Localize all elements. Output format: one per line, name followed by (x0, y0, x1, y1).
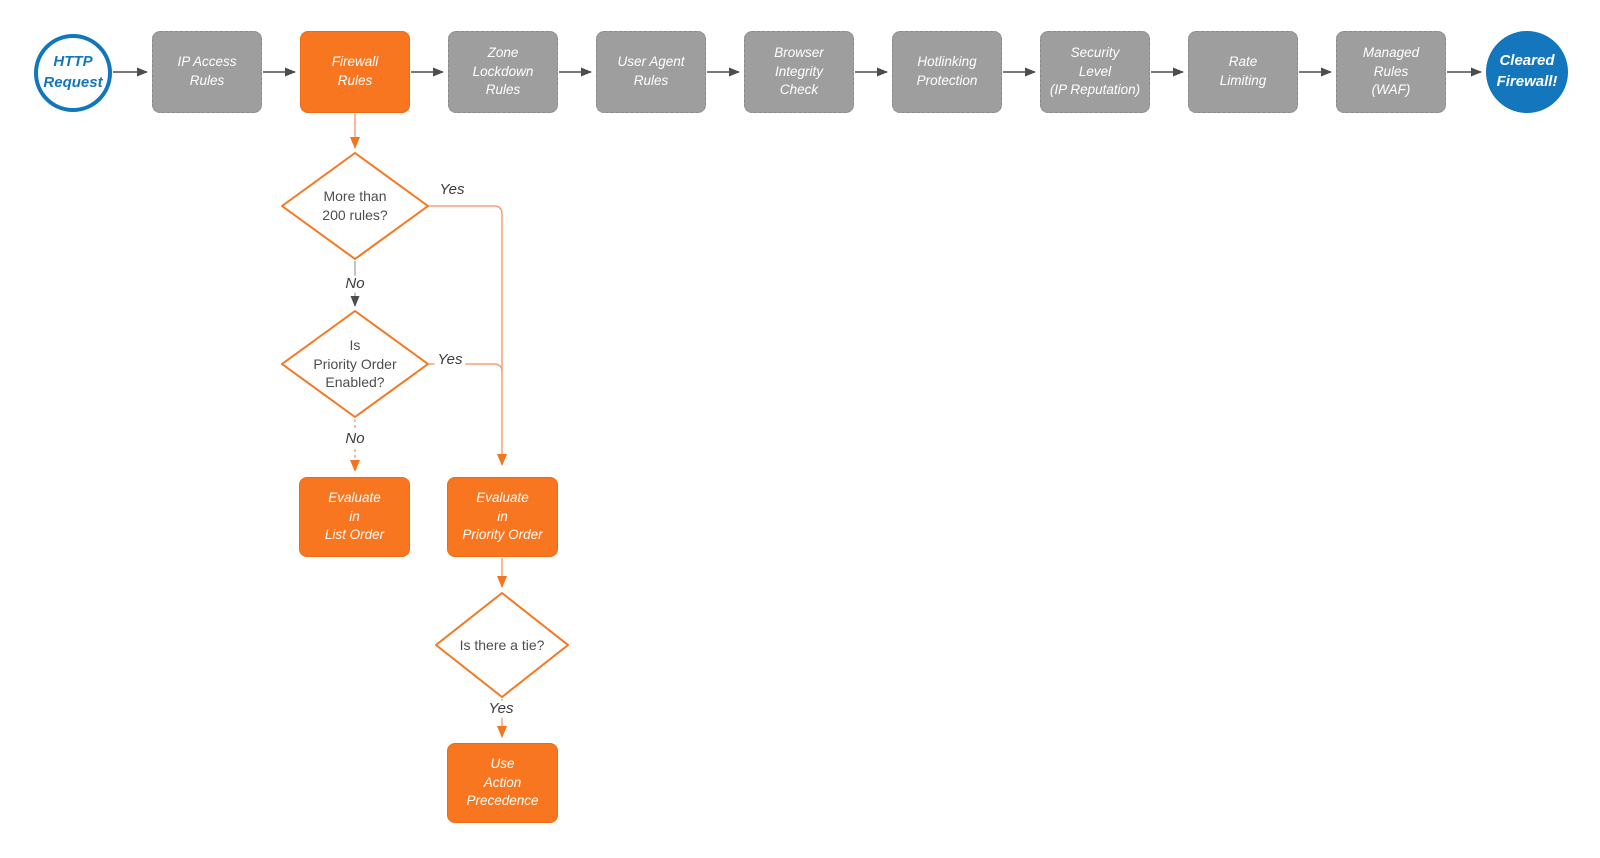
decision2-diamond (281, 310, 429, 418)
step-hotlinking-protection: Hotlinking Protection (892, 31, 1002, 113)
step-managed-rules-waf: Managed Rules (WAF) (1336, 31, 1446, 113)
step-user-agent-rules: User Agent Rules (596, 31, 706, 113)
decision1-yes-label: Yes (436, 181, 468, 199)
decision1-no-label: No (342, 275, 368, 293)
decision1-question: More than 200 rules? (322, 188, 388, 223)
step-ip-access-rules: IP Access Rules (152, 31, 262, 113)
end-node-cleared-firewall: Cleared Firewall! (1486, 31, 1568, 113)
action-use-action-precedence: Use Action Precedence (447, 743, 558, 823)
step-firewall-rules: Firewall Rules (300, 31, 410, 113)
start-node-http-request: HTTP Request (34, 34, 112, 112)
arrow-decision1-yes (429, 205, 507, 466)
step-rate-limiting: Rate Limiting (1188, 31, 1298, 113)
decision2-question: Is Priority Order Enabled? (313, 336, 397, 391)
action-evaluate-priority-order: Evaluate in Priority Order (447, 477, 558, 557)
decision2-yes-label: Yes (434, 351, 466, 369)
step-zone-lockdown-rules: Zone Lockdown Rules (448, 31, 558, 113)
decision3-diamond (435, 592, 569, 698)
decision3-question: Is there a tie? (459, 636, 545, 653)
step-security-level: Security Level (IP Reputation) (1040, 31, 1150, 113)
decision3-yes-label: Yes (485, 700, 517, 718)
decision2-no-label: No (342, 430, 368, 448)
action-evaluate-list-order: Evaluate in List Order (299, 477, 410, 557)
decision1-diamond (281, 152, 429, 260)
arrow-decision2-yes (429, 363, 503, 373)
step-browser-integrity-check: Browser Integrity Check (744, 31, 854, 113)
